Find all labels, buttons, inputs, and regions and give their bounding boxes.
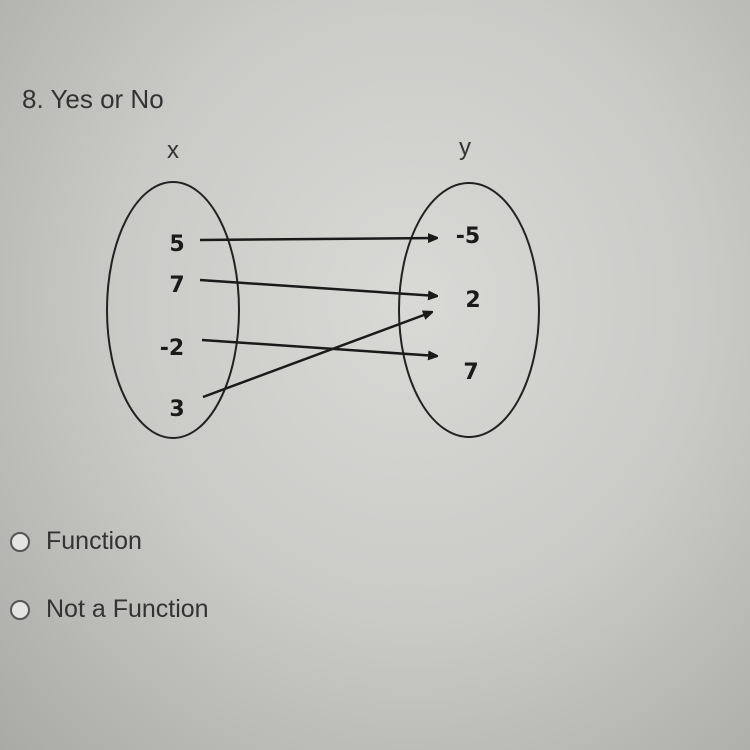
option-label: Not a Function: [46, 595, 209, 623]
option-label: Function: [46, 527, 142, 555]
question-title: 8. Yes or No: [22, 84, 164, 114]
domain-value: 5: [169, 232, 184, 257]
mapping-arrow: [199, 238, 437, 240]
range-oval: [398, 182, 540, 438]
option-function[interactable]: Function: [10, 527, 142, 556]
range-value: 2: [465, 288, 480, 313]
mapping-arrow: [201, 338, 437, 356]
radio-button[interactable]: [10, 599, 30, 620]
range-value: -5: [456, 224, 480, 249]
range-value: 7: [463, 360, 478, 385]
option-not-a-function[interactable]: Not a Function: [10, 595, 209, 624]
domain-oval: [106, 181, 240, 439]
domain-value: -2: [160, 336, 184, 361]
mapping-arrow: [199, 278, 437, 296]
mapping-arrow: [202, 312, 432, 399]
radio-button[interactable]: [10, 531, 30, 552]
range-label: y: [459, 134, 471, 161]
domain-label: x: [167, 137, 179, 164]
domain-value: 7: [169, 273, 184, 298]
domain-value: 3: [169, 397, 184, 422]
